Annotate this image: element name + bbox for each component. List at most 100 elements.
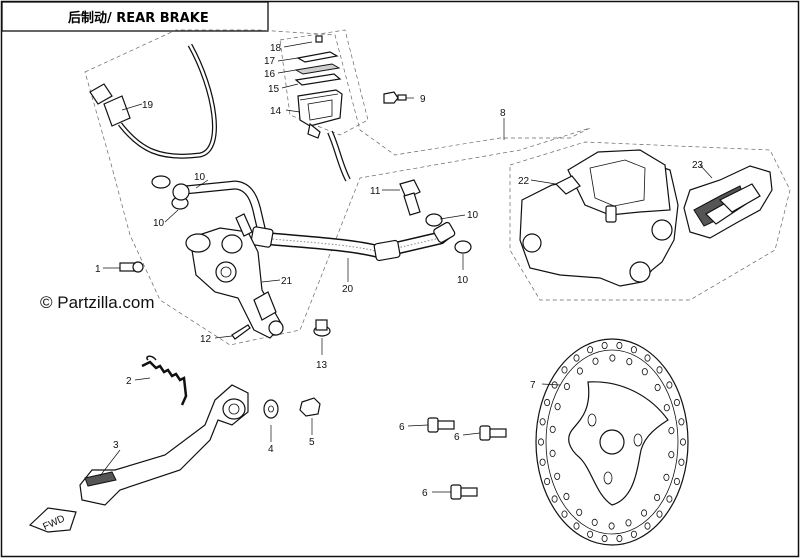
- banjo-bolt: [399, 179, 421, 216]
- disc-vent-hole: [678, 458, 685, 466]
- disc-vent-hole: [656, 366, 663, 374]
- disc-vent-hole: [641, 368, 648, 376]
- disc-vent-hole: [587, 530, 594, 538]
- reservoir-cap-screw: [315, 35, 323, 43]
- callout-labels: 1 2 3 4 5 6 6 6 7 8 9 10 10 10 10 11 12 …: [95, 43, 704, 499]
- disc-vent-hole: [573, 354, 580, 362]
- disc-vent-hole: [538, 438, 545, 446]
- disc-bolt-lower: [450, 484, 478, 500]
- rear-brake-pads: [683, 165, 773, 239]
- disc-vent-hole: [539, 418, 546, 426]
- clevis-pin: [313, 319, 331, 337]
- pedal-nut: [299, 397, 321, 417]
- disc-vent-hole: [576, 508, 583, 516]
- callout-3: 3: [113, 440, 119, 451]
- disc-vent-hole: [587, 346, 594, 354]
- disc-vent-hole: [630, 346, 637, 354]
- disc-vent-hole: [576, 367, 583, 375]
- callout-7: 7: [530, 380, 536, 391]
- cotter-pin: [231, 324, 251, 340]
- reservoir-diaphragm: [294, 73, 342, 86]
- reservoir-hose: [327, 130, 351, 182]
- disc-vent-hole: [626, 357, 633, 366]
- disc-vent-hole: [549, 425, 556, 433]
- callout-6a: 6: [399, 422, 405, 433]
- disc-bolt-middle: [479, 425, 507, 441]
- callout-23: 23: [692, 160, 704, 171]
- disc-vent-hole: [630, 530, 637, 538]
- rear-brake-caliper: [519, 149, 679, 287]
- callout-10d: 10: [457, 275, 469, 286]
- crush-washers: [151, 175, 472, 254]
- disc-vent-hole: [601, 341, 608, 350]
- disc-vent-hole: [549, 449, 556, 457]
- callout-20: 20: [342, 284, 354, 295]
- callout-13: 13: [316, 360, 328, 371]
- rear-brake-hose: [250, 221, 456, 262]
- disc-vent-hole: [673, 398, 680, 407]
- disc-vent-hole: [601, 534, 608, 543]
- disc-vent-hole: [644, 354, 651, 362]
- disc-vent-hole: [666, 381, 673, 389]
- callout-10c: 10: [467, 210, 479, 221]
- disc-vent-hole: [591, 518, 598, 527]
- partzilla-watermark: © Partzilla.com: [40, 293, 155, 312]
- callout-9: 9: [420, 94, 426, 105]
- disc-vent-hole: [668, 450, 675, 459]
- disc-vent-hole: [544, 398, 551, 407]
- callout-leader-lines: [99, 41, 713, 493]
- callout-22: 22: [518, 176, 530, 187]
- disc-vent-hole: [654, 493, 661, 502]
- disc-vent-hole: [654, 383, 661, 392]
- disc-vent-hole: [554, 472, 561, 480]
- rear-master-cylinder: [185, 213, 284, 339]
- callout-16: 16: [264, 69, 276, 80]
- disc-vent-hole: [616, 534, 623, 543]
- disc-vent-hole: [563, 492, 570, 501]
- disc-vent-hole: [625, 519, 632, 527]
- fwd-direction-badge: FWD: [28, 507, 77, 533]
- disc-vent-holes: [538, 341, 687, 543]
- disc-vent-hole: [544, 477, 551, 486]
- disc-vent-hole: [644, 522, 651, 530]
- disc-vent-hole: [680, 438, 687, 446]
- master-cylinder-bolt: [119, 261, 144, 273]
- disc-vent-hole: [666, 495, 673, 503]
- disc-vent-hole: [573, 522, 580, 530]
- pedal-washer: [263, 399, 279, 419]
- disc-vent-hole: [663, 473, 670, 481]
- disc-vent-hole: [663, 404, 670, 412]
- callout-19: 19: [142, 100, 154, 111]
- callout-1: 1: [95, 264, 101, 275]
- reservoir-bolt: [383, 91, 407, 104]
- callout-10b: 10: [153, 218, 165, 229]
- disc-vent-hole: [656, 510, 663, 518]
- rear-brake-disc: [535, 338, 689, 546]
- disc-bolt-upper: [427, 417, 455, 433]
- callout-10a: 10: [194, 172, 206, 183]
- disc-vent-hole: [561, 510, 568, 518]
- brake-fluid-reservoir: [297, 89, 343, 139]
- callout-21: 21: [281, 276, 293, 287]
- reservoir-cap-plate: [294, 51, 341, 75]
- callout-6c: 6: [422, 488, 428, 499]
- caliper-group-outline: [509, 141, 791, 301]
- master-cylinder-group-outline: [84, 29, 591, 346]
- pedal-return-spring: [141, 355, 188, 406]
- page-title: 后制动/ REAR BRAKE: [68, 10, 209, 26]
- disc-vent-hole: [641, 509, 648, 517]
- disc-vent-hole: [609, 354, 616, 362]
- callout-5: 5: [309, 437, 315, 448]
- callout-2: 2: [126, 376, 132, 387]
- callout-4: 4: [268, 444, 274, 455]
- brake-pedal: [79, 384, 249, 506]
- brake-light-switch-cable: [89, 43, 217, 159]
- disc-vent-hole: [561, 366, 568, 374]
- disc-vent-hole: [563, 382, 570, 391]
- disc-vent-hole: [592, 357, 599, 365]
- callout-6b: 6: [454, 432, 460, 443]
- callout-8: 8: [500, 108, 506, 119]
- disc-vent-hole: [554, 402, 561, 411]
